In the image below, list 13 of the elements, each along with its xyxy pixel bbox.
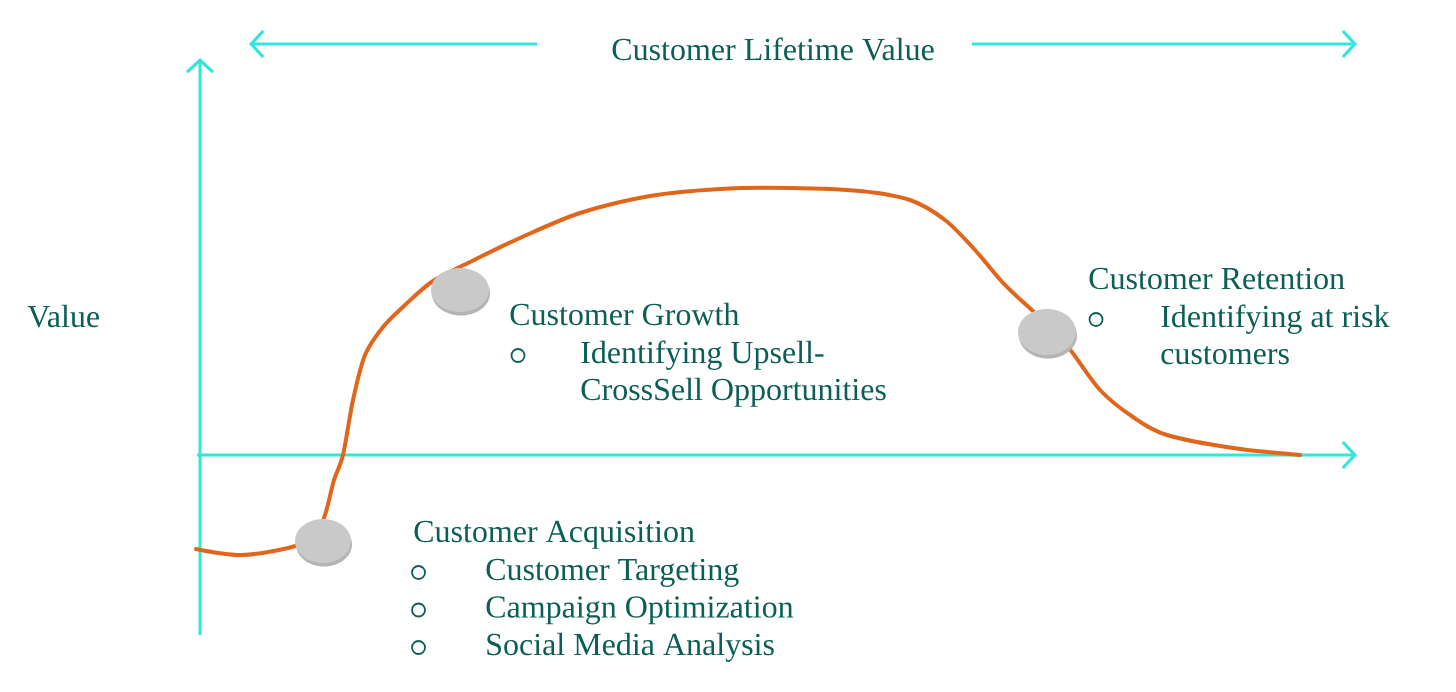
list-item: Social Media Analysis xyxy=(487,632,774,662)
list-item: Campaign Optimization xyxy=(486,596,794,625)
circle-marker xyxy=(1018,309,1077,359)
list-item: Customer Targeting xyxy=(486,558,739,587)
circle-marker xyxy=(295,519,352,567)
axis-label: Value xyxy=(27,304,99,328)
list-item: Identifying Upsell- CrossSell Opportunities xyxy=(581,340,886,407)
heading: Customer Retention xyxy=(1089,267,1345,290)
heading: Customer Acquisition xyxy=(414,520,695,549)
circle-marker xyxy=(431,268,490,316)
title: Customer Lifetime Value xyxy=(612,37,934,61)
list-item: Identifying at risk customers xyxy=(1161,304,1390,365)
heading: Customer Growth xyxy=(510,302,739,326)
